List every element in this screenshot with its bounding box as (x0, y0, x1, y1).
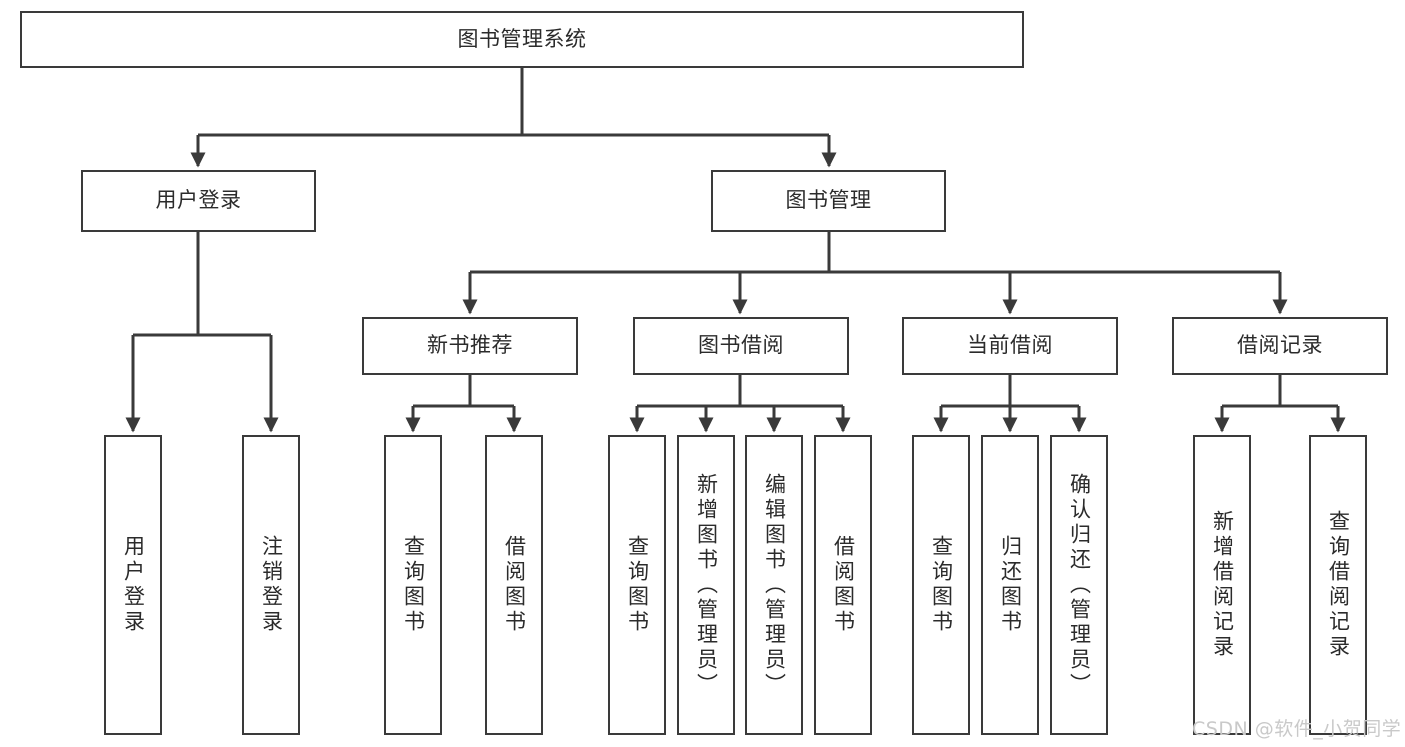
leaf-borrow-book-1-label: 借阅图书 (502, 535, 527, 635)
leaf-query-book-1-label: 查询图书 (401, 535, 426, 635)
node-new-book-rec-label: 新书推荐 (427, 333, 513, 358)
leaf-query-record[interactable]: 查询借阅记录 (1309, 435, 1367, 735)
csdn-watermark: CSDN @软件_小贺同学 (1192, 718, 1402, 740)
leaf-add-book-label: 新增图书（管理员） (694, 472, 719, 698)
leaf-logout[interactable]: 注销登录 (242, 435, 300, 735)
node-book-manage-label: 图书管理 (785, 188, 872, 213)
leaf-query-book-1[interactable]: 查询图书 (384, 435, 442, 735)
leaf-confirm-return[interactable]: 确认归还（管理员） (1050, 435, 1108, 735)
leaf-user-login[interactable]: 用户登录 (104, 435, 162, 735)
leaf-edit-book-label: 编辑图书（管理员） (762, 472, 787, 698)
node-book-borrow-label: 图书借阅 (698, 333, 784, 358)
node-borrow-record[interactable]: 借阅记录 (1172, 317, 1388, 375)
leaf-query-book-2-label: 查询图书 (625, 535, 650, 635)
leaf-add-record-label: 新增借阅记录 (1210, 510, 1235, 660)
leaf-user-login-label: 用户登录 (121, 535, 146, 635)
leaf-borrow-book-1[interactable]: 借阅图书 (485, 435, 543, 735)
node-root[interactable]: 图书管理系统 (20, 11, 1024, 68)
leaf-edit-book[interactable]: 编辑图书（管理员） (745, 435, 803, 735)
leaf-borrow-book-2-label: 借阅图书 (831, 535, 856, 635)
node-user-login-label: 用户登录 (155, 188, 242, 213)
node-new-book-rec[interactable]: 新书推荐 (362, 317, 578, 375)
leaf-query-record-label: 查询借阅记录 (1326, 510, 1351, 660)
leaf-add-book[interactable]: 新增图书（管理员） (677, 435, 735, 735)
leaf-query-book-3-label: 查询图书 (929, 535, 954, 635)
leaf-borrow-book-2[interactable]: 借阅图书 (814, 435, 872, 735)
leaf-logout-label: 注销登录 (259, 535, 284, 635)
leaf-return-book[interactable]: 归还图书 (981, 435, 1039, 735)
leaf-query-book-3[interactable]: 查询图书 (912, 435, 970, 735)
leaf-add-record[interactable]: 新增借阅记录 (1193, 435, 1251, 735)
leaf-return-book-label: 归还图书 (998, 535, 1023, 635)
node-current-borrow[interactable]: 当前借阅 (902, 317, 1118, 375)
node-book-borrow[interactable]: 图书借阅 (633, 317, 849, 375)
node-user-login[interactable]: 用户登录 (81, 170, 316, 232)
node-borrow-record-label: 借阅记录 (1237, 333, 1323, 358)
leaf-confirm-return-label: 确认归还（管理员） (1067, 472, 1092, 698)
node-root-label: 图书管理系统 (457, 26, 587, 51)
node-book-manage[interactable]: 图书管理 (711, 170, 946, 232)
node-current-borrow-label: 当前借阅 (967, 333, 1053, 358)
leaf-query-book-2[interactable]: 查询图书 (608, 435, 666, 735)
